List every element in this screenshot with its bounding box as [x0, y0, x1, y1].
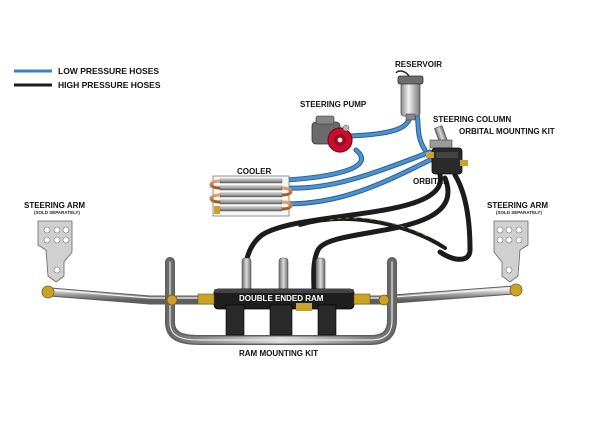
double-ended-ram-label: DOUBLE ENDED RAM — [239, 294, 324, 303]
hose-orbital-to-ram-right — [311, 175, 451, 295]
steering-arm-right-label: STEERING ARM — [487, 201, 548, 210]
steering-arm-left-label: STEERING ARM — [24, 201, 85, 210]
steering-pump-label: STEERING PUMP — [300, 100, 367, 109]
orbital-label: ORBITAL — [413, 177, 448, 186]
orbital — [426, 147, 468, 175]
steering-column-label: STEERING COLUMN — [433, 115, 511, 124]
ram-mounting-kit-label: RAM MOUNTING KIT — [239, 349, 318, 358]
hose-pump-to-orbital — [437, 172, 473, 262]
cooler-label: COOLER — [237, 167, 271, 176]
steering-pump — [311, 115, 353, 153]
legend-label-high-pressure: HIGH PRESSURE HOSES — [58, 80, 161, 90]
orbital-mounting-kit-label: ORBITAL MOUNTING KIT — [459, 127, 555, 136]
steering-arm-left — [37, 220, 73, 283]
hose-pressure-loop — [298, 217, 447, 250]
reservoir — [395, 70, 424, 121]
callout-labels: RESERVOIR STEERING PUMP STEERING COLUMN … — [24, 60, 555, 358]
steering-arm-right — [493, 220, 529, 283]
steering-arm-left-note: (SOLD SEPARATELY) — [34, 210, 80, 215]
double-ended-ram: DOUBLE ENDED RAM — [197, 288, 371, 336]
legend: LOW PRESSURE HOSES HIGH PRESSURE HOSES — [14, 66, 161, 90]
legend-label-low-pressure: LOW PRESSURE HOSES — [58, 66, 159, 76]
reservoir-label: RESERVOIR — [395, 60, 442, 69]
low-pressure-hoses — [283, 109, 433, 207]
cooler — [209, 175, 293, 217]
steering-arm-right-note: (SOLD SEPARATELY) — [496, 210, 542, 215]
